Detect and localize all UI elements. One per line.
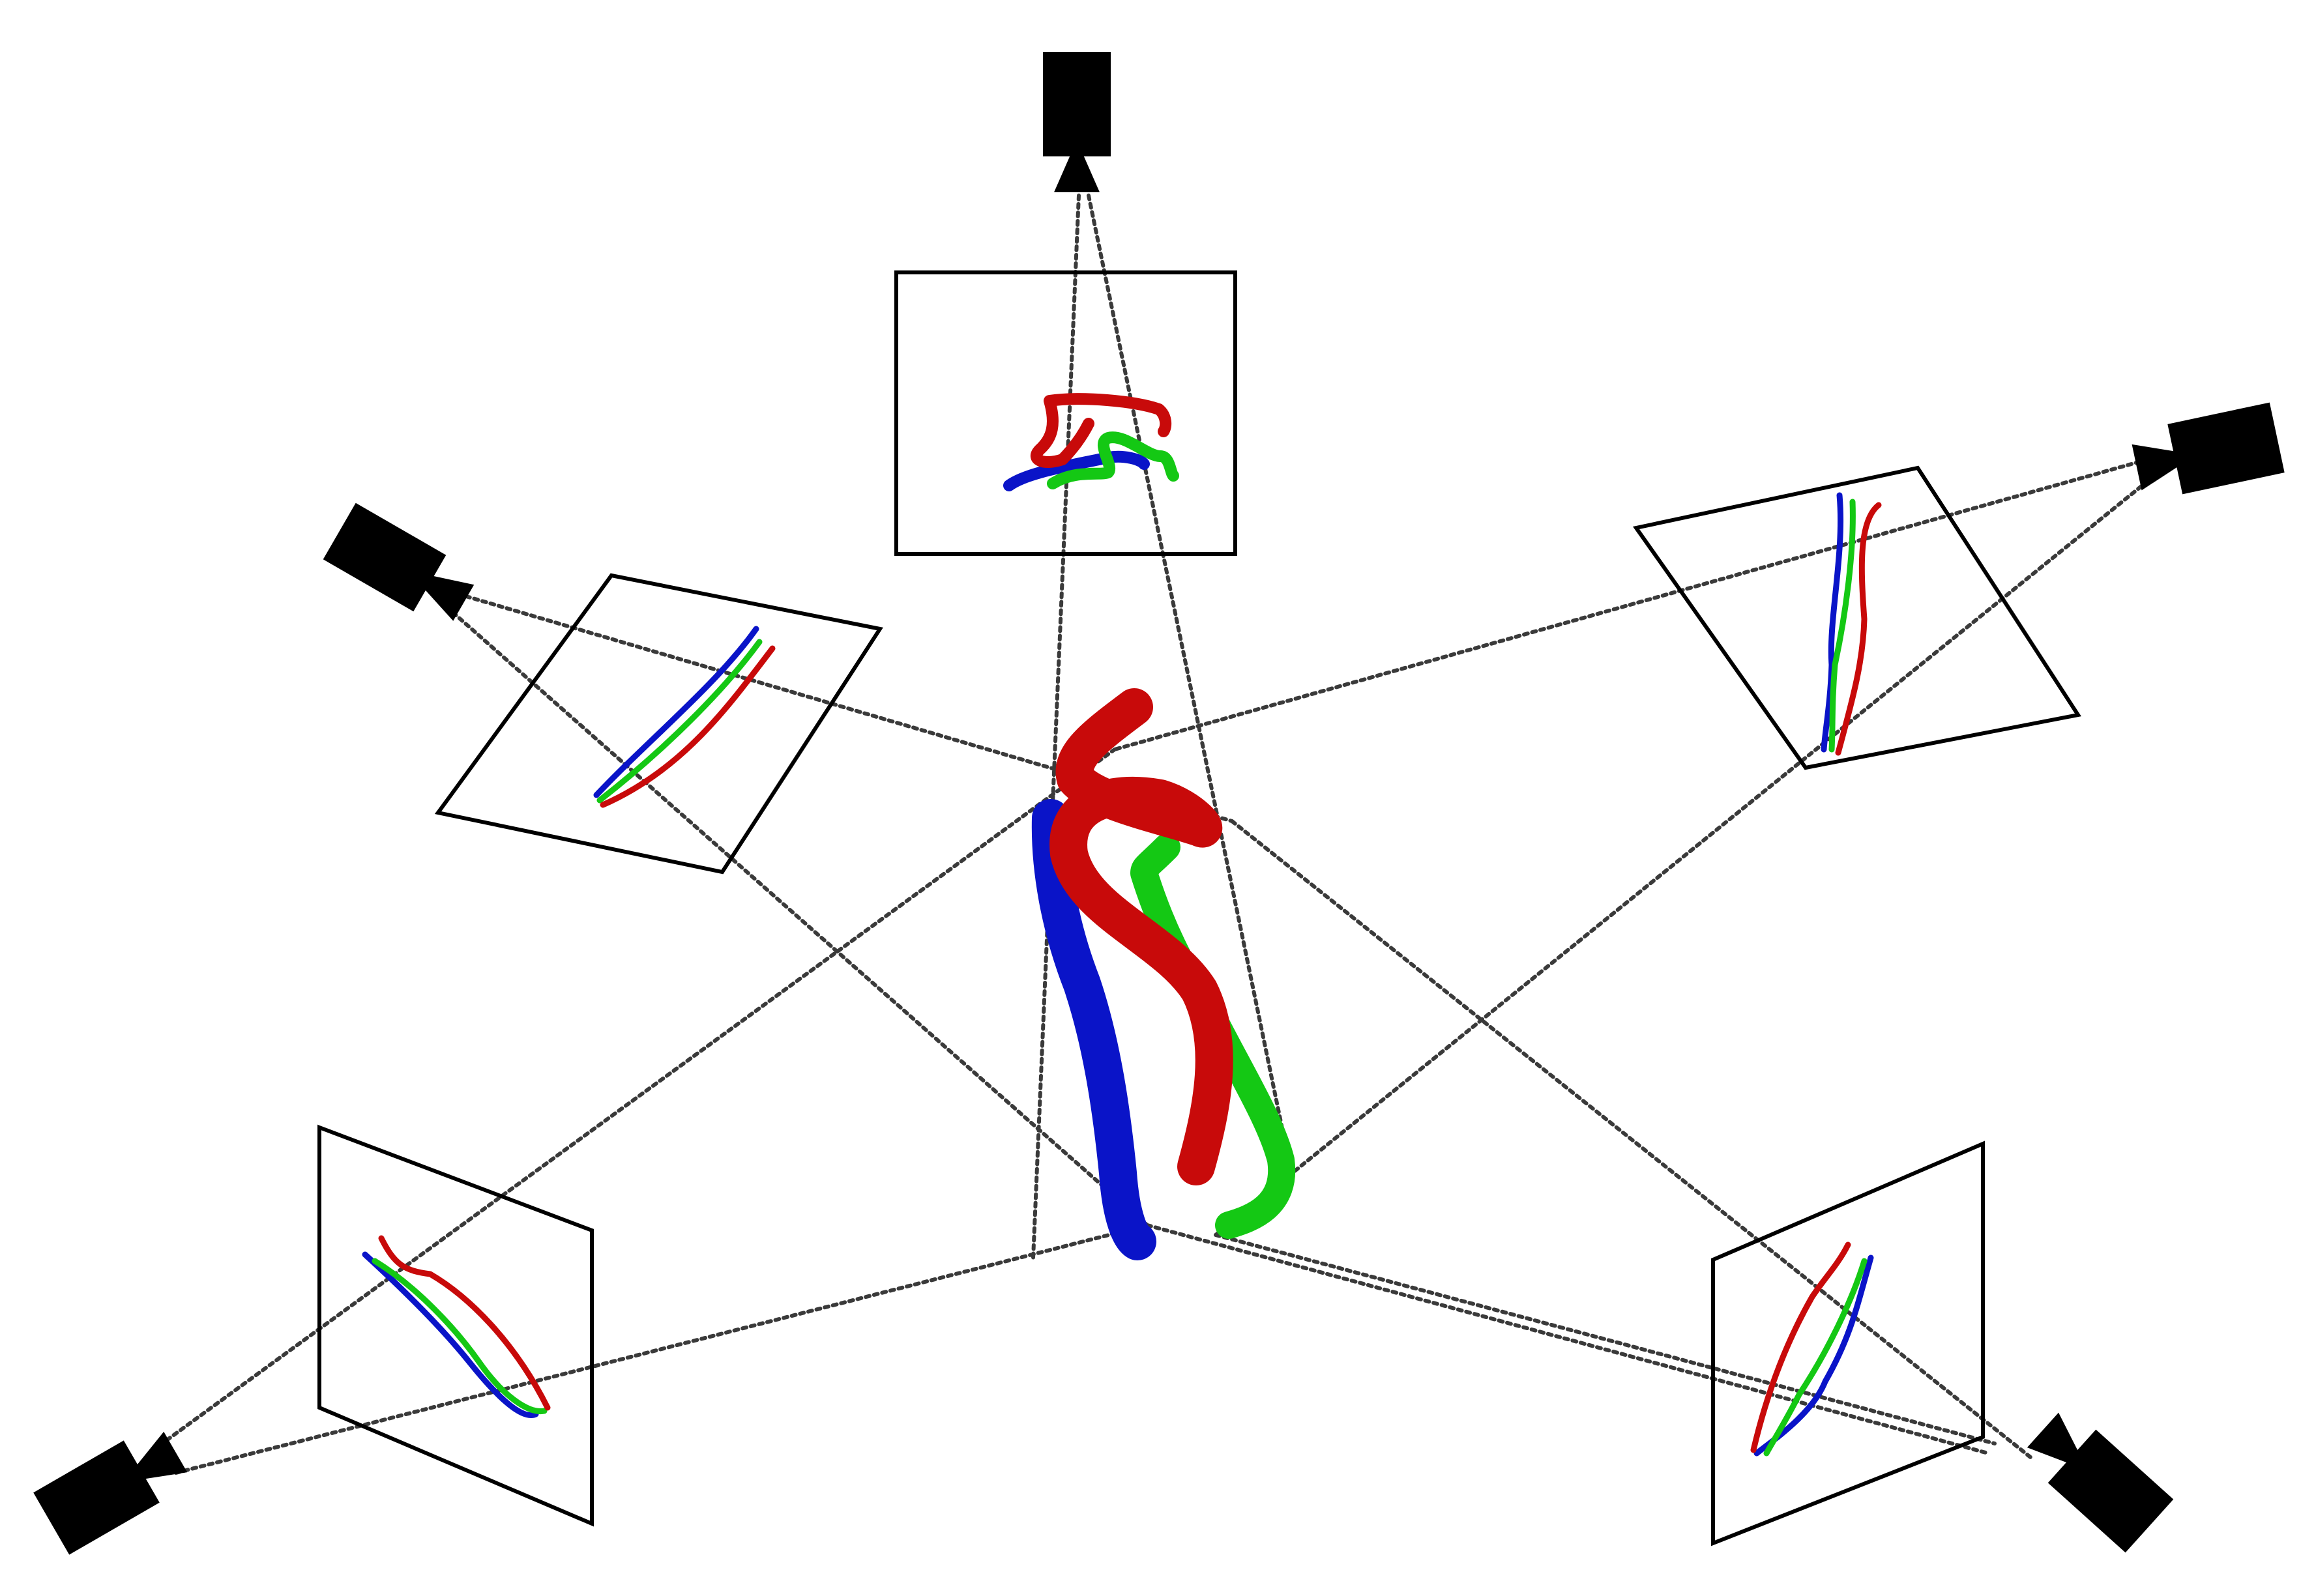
camera-top-lens bbox=[1054, 155, 1100, 192]
ray-upper-left-d bbox=[1230, 819, 2036, 1462]
proj-ll-blue bbox=[362, 1251, 539, 1418]
camera-top-body bbox=[1043, 52, 1111, 156]
ray-upper-left-b bbox=[451, 611, 1149, 1227]
ray-lower-left-a bbox=[151, 747, 1117, 1452]
image-plane-lower-right-frame bbox=[1711, 1140, 1985, 1546]
proj-ul-blue bbox=[593, 626, 759, 798]
ray-top-a bbox=[1031, 194, 1081, 1260]
tube-blue bbox=[1031, 799, 1156, 1260]
image-plane-lower-left-frame bbox=[317, 1124, 594, 1527]
image-plane-lower-right bbox=[1711, 1140, 1985, 1546]
camera-upper-left-lens bbox=[424, 575, 475, 621]
camera-lower-left-body bbox=[33, 1440, 160, 1555]
ray-upper-right-b bbox=[1214, 474, 2156, 1237]
proj-ll-green bbox=[372, 1258, 548, 1415]
proj-ur-green bbox=[1828, 499, 1856, 753]
tube-red bbox=[1049, 688, 1233, 1185]
ray-lower-left-b bbox=[174, 1223, 1149, 1475]
image-plane-lower-left bbox=[317, 1124, 594, 1527]
camera-lower-left-icon bbox=[33, 1431, 188, 1555]
reconstructed-3d-curves bbox=[1031, 688, 1296, 1260]
camera-upper-right-icon bbox=[2132, 402, 2285, 495]
camera-upper-right-body bbox=[2167, 402, 2285, 495]
proj-lr-red bbox=[1750, 1241, 1851, 1453]
camera-lower-right-icon bbox=[2027, 1412, 2174, 1553]
image-plane-top-frame bbox=[894, 270, 1237, 556]
image-plane-upper-right bbox=[1632, 465, 2081, 770]
camera-lower-left-lens bbox=[136, 1431, 188, 1479]
image-plane-upper-left-frame bbox=[434, 573, 883, 875]
proj-lr-green bbox=[1763, 1258, 1868, 1457]
camera-upper-left-icon bbox=[323, 502, 475, 621]
proj-ul-green bbox=[596, 639, 763, 804]
proj-top-red bbox=[1031, 393, 1172, 468]
camera-top-icon bbox=[1043, 52, 1111, 192]
proj-ur-red bbox=[1835, 502, 1882, 756]
ray-upper-right-a bbox=[1113, 457, 2150, 751]
image-plane-top bbox=[894, 270, 1237, 556]
camera-lower-right-lens bbox=[2027, 1412, 2079, 1463]
ray-upper-left-c bbox=[1145, 1223, 1990, 1455]
proj-top-blue bbox=[1003, 450, 1150, 491]
camera-upper-left-body bbox=[323, 502, 447, 612]
image-plane-upper-left bbox=[434, 573, 883, 875]
image-plane-upper-right-frame bbox=[1632, 465, 2081, 770]
ray-lower-right-a bbox=[1214, 1233, 1997, 1445]
projection-rays bbox=[151, 194, 2156, 1475]
proj-ll-red bbox=[378, 1235, 551, 1411]
camera-lower-right-body bbox=[2047, 1429, 2174, 1553]
ray-top-b bbox=[1087, 194, 1289, 1155]
camera-upper-right-lens bbox=[2132, 444, 2178, 491]
proj-top-green bbox=[1047, 431, 1179, 489]
proj-ul-red bbox=[600, 645, 776, 808]
proj-ur-blue bbox=[1821, 492, 1844, 753]
